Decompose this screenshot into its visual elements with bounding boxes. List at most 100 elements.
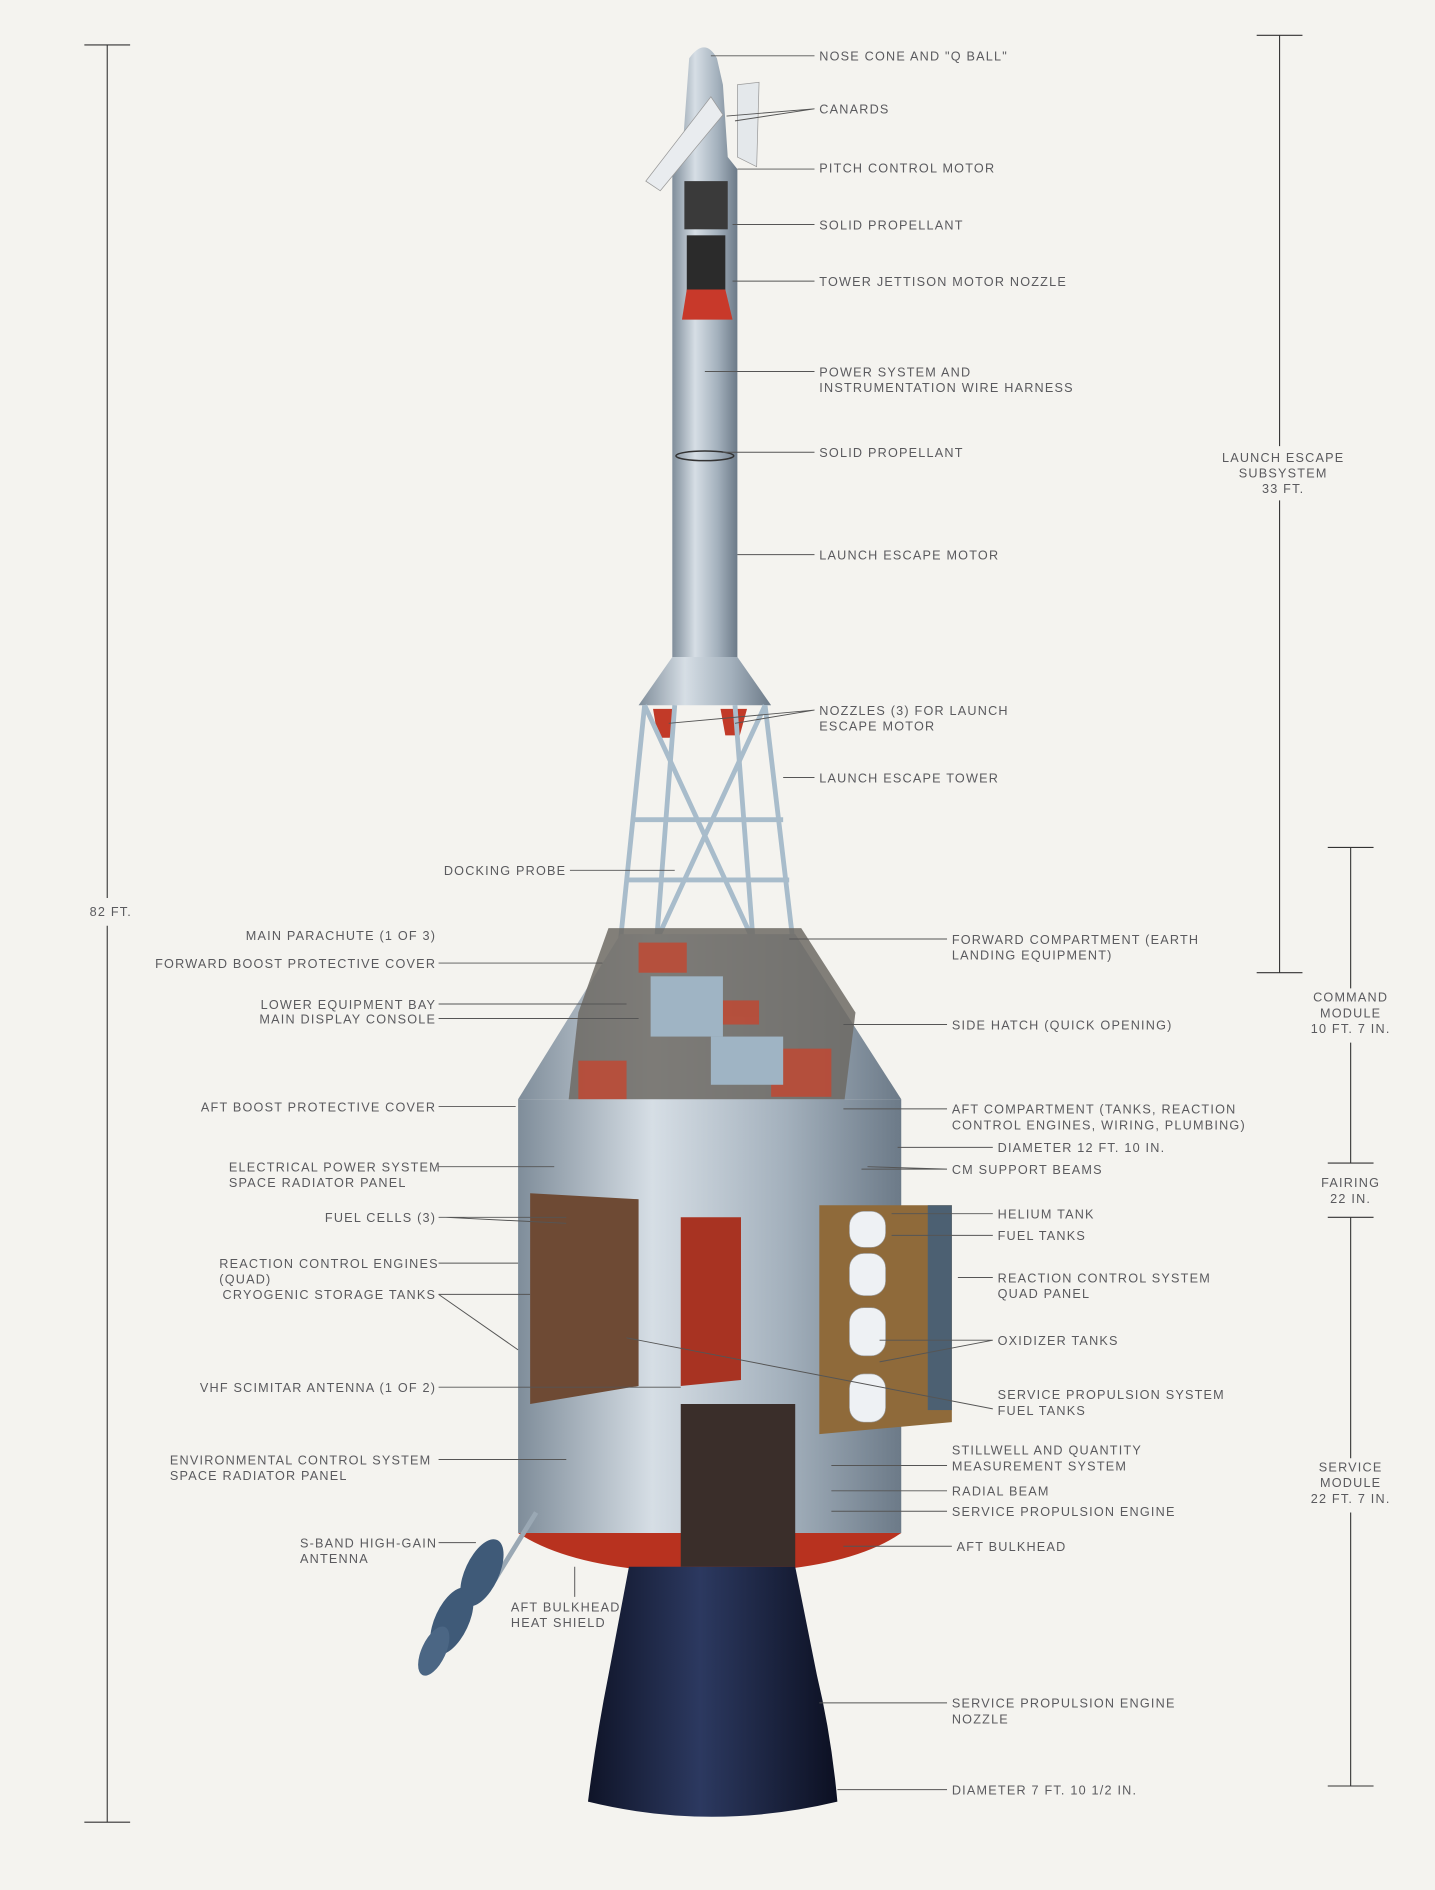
- label-line: AFT BOOST PROTECTIVE COVER: [201, 1100, 436, 1114]
- callout-label: FUEL TANKS: [998, 1229, 1086, 1243]
- callout-label: SOLID PROPELLANT: [819, 218, 963, 232]
- label-line: SOLID PROPELLANT: [819, 446, 963, 460]
- label-line: SPACE RADIATOR PANEL: [170, 1469, 348, 1483]
- label-line: SERVICE PROPULSION ENGINE: [952, 1505, 1176, 1519]
- label-line: PITCH CONTROL MOTOR: [819, 162, 995, 176]
- label-line: ELECTRICAL POWER SYSTEM: [229, 1161, 441, 1175]
- label-line: OXIDIZER TANKS: [998, 1334, 1119, 1348]
- label-line: CM SUPPORT BEAMS: [952, 1163, 1103, 1177]
- pitch-control-motor: [684, 181, 728, 230]
- label-line: SUBSYSTEM: [1239, 467, 1328, 481]
- label-line: 82 FT.: [90, 905, 132, 919]
- leader-lines: [438, 55, 993, 1791]
- label-line: INSTRUMENTATION WIRE HARNESS: [819, 381, 1073, 395]
- callout-label: SERVICE PROPULSION SYSTEM FUEL TANKS: [998, 1388, 1225, 1418]
- label-line: MODULE: [1320, 1476, 1381, 1490]
- callout-label: MAIN PARACHUTE (1 OF 3): [246, 929, 436, 943]
- label-line: FUEL TANKS: [998, 1404, 1086, 1418]
- label-line: REACTION CONTROL ENGINES: [219, 1257, 438, 1271]
- label-line: SERVICE PROPULSION ENGINE: [952, 1697, 1176, 1711]
- callout-label: REACTION CONTROL SYSTEM QUAD PANEL: [998, 1271, 1211, 1301]
- label-line: ENVIRONMENTAL CONTROL SYSTEM: [170, 1453, 432, 1467]
- label-line: ANTENNA: [300, 1552, 369, 1566]
- callout-label: AFT BOOST PROTECTIVE COVER: [201, 1100, 436, 1114]
- tank-cutaway: [680, 1217, 741, 1386]
- label-line: 10 FT. 7 IN.: [1311, 1022, 1391, 1036]
- label-line: QUAD PANEL: [998, 1287, 1091, 1301]
- callout-label: S-BAND HIGH-GAIN ANTENNA: [300, 1536, 437, 1566]
- label-line: FAIRING: [1321, 1176, 1380, 1190]
- callout-label: FUEL CELLS (3): [325, 1211, 436, 1225]
- callout-label: AFT BULKHEAD: [957, 1540, 1067, 1554]
- callout-label: RADIAL BEAM: [952, 1485, 1050, 1499]
- callout-label: LAUNCH ESCAPE MOTOR: [819, 548, 999, 562]
- label-line: (QUAD): [219, 1273, 271, 1287]
- label-line: STILLWELL AND QUANTITY: [952, 1444, 1142, 1458]
- dimension-lines: [84, 34, 1374, 1823]
- service-module: [518, 1099, 952, 1573]
- label-line: ESCAPE MOTOR: [819, 720, 935, 734]
- tower-jettison-nozzle: [681, 289, 733, 320]
- label-line: HELIUM TANK: [998, 1208, 1095, 1222]
- callout-label: POWER SYSTEM AND INSTRUMENTATION WIRE HAR…: [819, 365, 1073, 395]
- label-line: VHF SCIMITAR ANTENNA (1 OF 2): [200, 1381, 436, 1395]
- label-line: FUEL CELLS (3): [325, 1211, 436, 1225]
- label-line: SOLID PROPELLANT: [819, 218, 963, 232]
- callout-label: NOSE CONE AND "Q BALL": [819, 50, 1008, 64]
- label-line: RADIAL BEAM: [952, 1485, 1050, 1499]
- label-line: SIDE HATCH (QUICK OPENING): [952, 1018, 1173, 1032]
- label-line: AFT BULKHEAD: [511, 1600, 621, 1614]
- s-band-antenna: [418, 1511, 539, 1676]
- callout-label: PITCH CONTROL MOTOR: [819, 162, 995, 176]
- label-line: TOWER JETTISON MOTOR NOZZLE: [819, 275, 1067, 289]
- label-line: NOZZLE: [952, 1712, 1009, 1726]
- label-line: CONTROL ENGINES, WIRING, PLUMBING): [952, 1118, 1246, 1132]
- callout-label: LAUNCH ESCAPE TOWER: [819, 771, 999, 785]
- label-line: AFT BULKHEAD: [957, 1540, 1067, 1554]
- label-line: LOWER EQUIPMENT BAY: [261, 998, 437, 1012]
- label-line: 33 FT.: [1262, 482, 1304, 496]
- label-line: NOSE CONE AND "Q BALL": [819, 50, 1008, 64]
- label-line: DIAMETER 12 FT. 10 IN.: [998, 1141, 1166, 1155]
- label-line: MAIN DISPLAY CONSOLE: [259, 1012, 436, 1026]
- callout-label: SERVICE PROPULSION ENGINE: [952, 1505, 1176, 1519]
- callout-label: SOLID PROPELLANT: [819, 446, 963, 460]
- command-module: [518, 928, 902, 1121]
- callout-label: DIAMETER 12 FT. 10 IN.: [998, 1141, 1166, 1155]
- label-line: DOCKING PROBE: [444, 864, 566, 878]
- label-line: AFT COMPARTMENT (TANKS, REACTION: [952, 1103, 1237, 1117]
- label-line: SERVICE PROPULSION SYSTEM: [998, 1388, 1225, 1402]
- label-line: S-BAND HIGH-GAIN: [300, 1536, 437, 1550]
- label-line: LAUNCH ESCAPE MOTOR: [819, 548, 999, 562]
- callout-label: DIAMETER 7 FT. 10 1/2 IN.: [952, 1783, 1137, 1797]
- callout-label: ENVIRONMENTAL CONTROL SYSTEM SPACE RADIAT…: [170, 1453, 432, 1483]
- callout-label: TOWER JETTISON MOTOR NOZZLE: [819, 275, 1067, 289]
- label-line: 22 IN.: [1330, 1192, 1371, 1206]
- canard: [645, 96, 724, 192]
- rcs-quad-panel: [927, 1205, 952, 1411]
- callout-label: CANARDS: [819, 103, 889, 117]
- label-line: SERVICE: [1319, 1461, 1383, 1475]
- callout-label: OXIDIZER TANKS: [998, 1334, 1119, 1348]
- callout-label: REACTION CONTROL ENGINES (QUAD): [219, 1257, 438, 1287]
- label-line: FORWARD COMPARTMENT (EARTH: [952, 933, 1199, 947]
- label-line: COMMAND: [1313, 991, 1388, 1005]
- label-line: REACTION CONTROL SYSTEM: [998, 1271, 1211, 1285]
- launch-escape-tower: [618, 47, 796, 942]
- label-line: POWER SYSTEM AND: [819, 365, 971, 379]
- canard: [737, 81, 760, 168]
- callout-label: VHF SCIMITAR ANTENNA (1 OF 2): [200, 1381, 436, 1395]
- callout-label: MAIN DISPLAY CONSOLE: [259, 1012, 436, 1026]
- label-line: SPACE RADIATOR PANEL: [229, 1176, 407, 1190]
- label-line: CANARDS: [819, 103, 889, 117]
- label-line: CRYOGENIC STORAGE TANKS: [223, 1288, 437, 1302]
